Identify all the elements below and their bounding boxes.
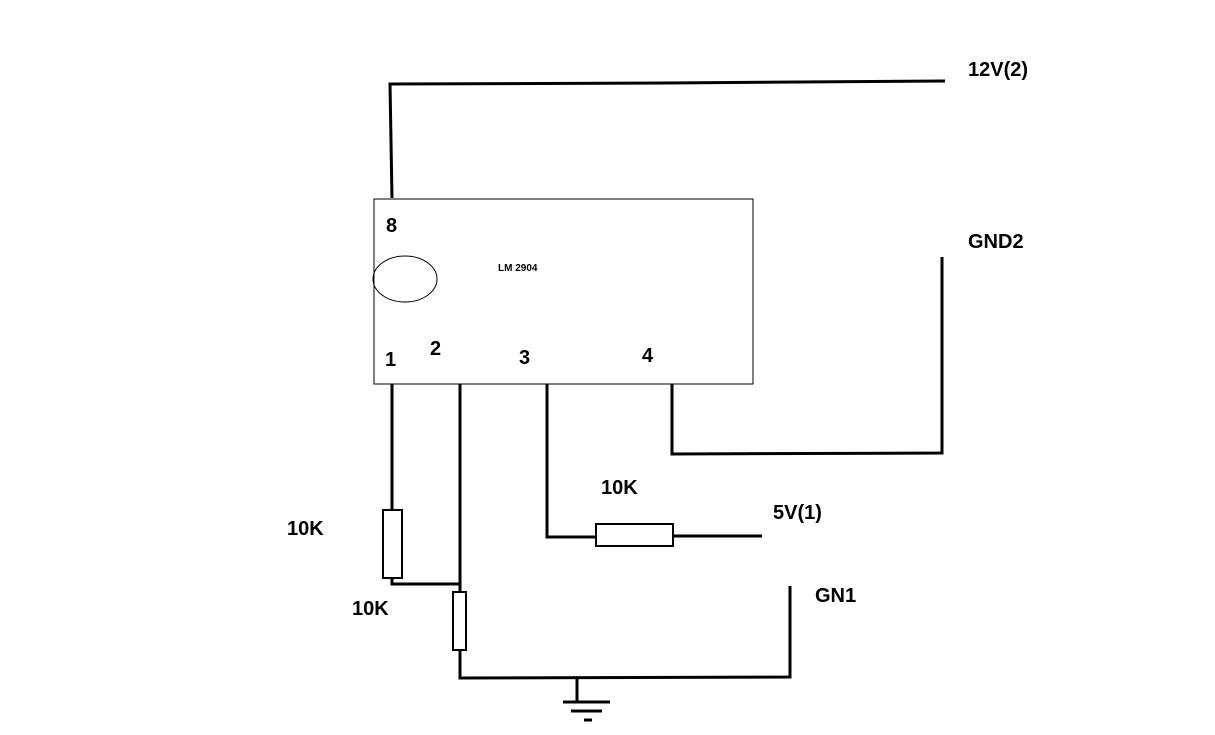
ic-notch [372, 255, 438, 303]
label-resistor-pin1: 10K [287, 518, 324, 540]
pin-2-label: 2 [430, 338, 441, 360]
label-gnd2-terminal: GND2 [968, 231, 1024, 253]
pin-3-label: 3 [519, 347, 530, 369]
pin-8-label: 8 [386, 215, 397, 237]
wire-12v-supply [388, 79, 946, 199]
resistor-pin1 [382, 509, 403, 579]
ic-body [373, 198, 754, 385]
label-resistor-ground: 10K [352, 598, 389, 620]
label-gn1-terminal: GN1 [815, 585, 856, 607]
ground-symbol-icon [563, 678, 610, 722]
wire-pin1-to-pin2 [390, 578, 460, 586]
wire-pin3 [545, 384, 596, 539]
ic-part-label: LM 2904 [498, 263, 538, 274]
label-5v-terminal: 5V(1) [773, 502, 822, 524]
resistor-ground [452, 591, 467, 651]
pin-4-label: 4 [642, 345, 654, 367]
resistor-pin3 [595, 523, 674, 547]
wire-ground-rail [458, 586, 792, 680]
pin-1-label: 1 [385, 349, 396, 371]
label-12v-terminal: 12V(2) [968, 59, 1028, 81]
wire-gnd2 [670, 257, 944, 456]
label-resistor-pin3: 10K [601, 477, 638, 499]
